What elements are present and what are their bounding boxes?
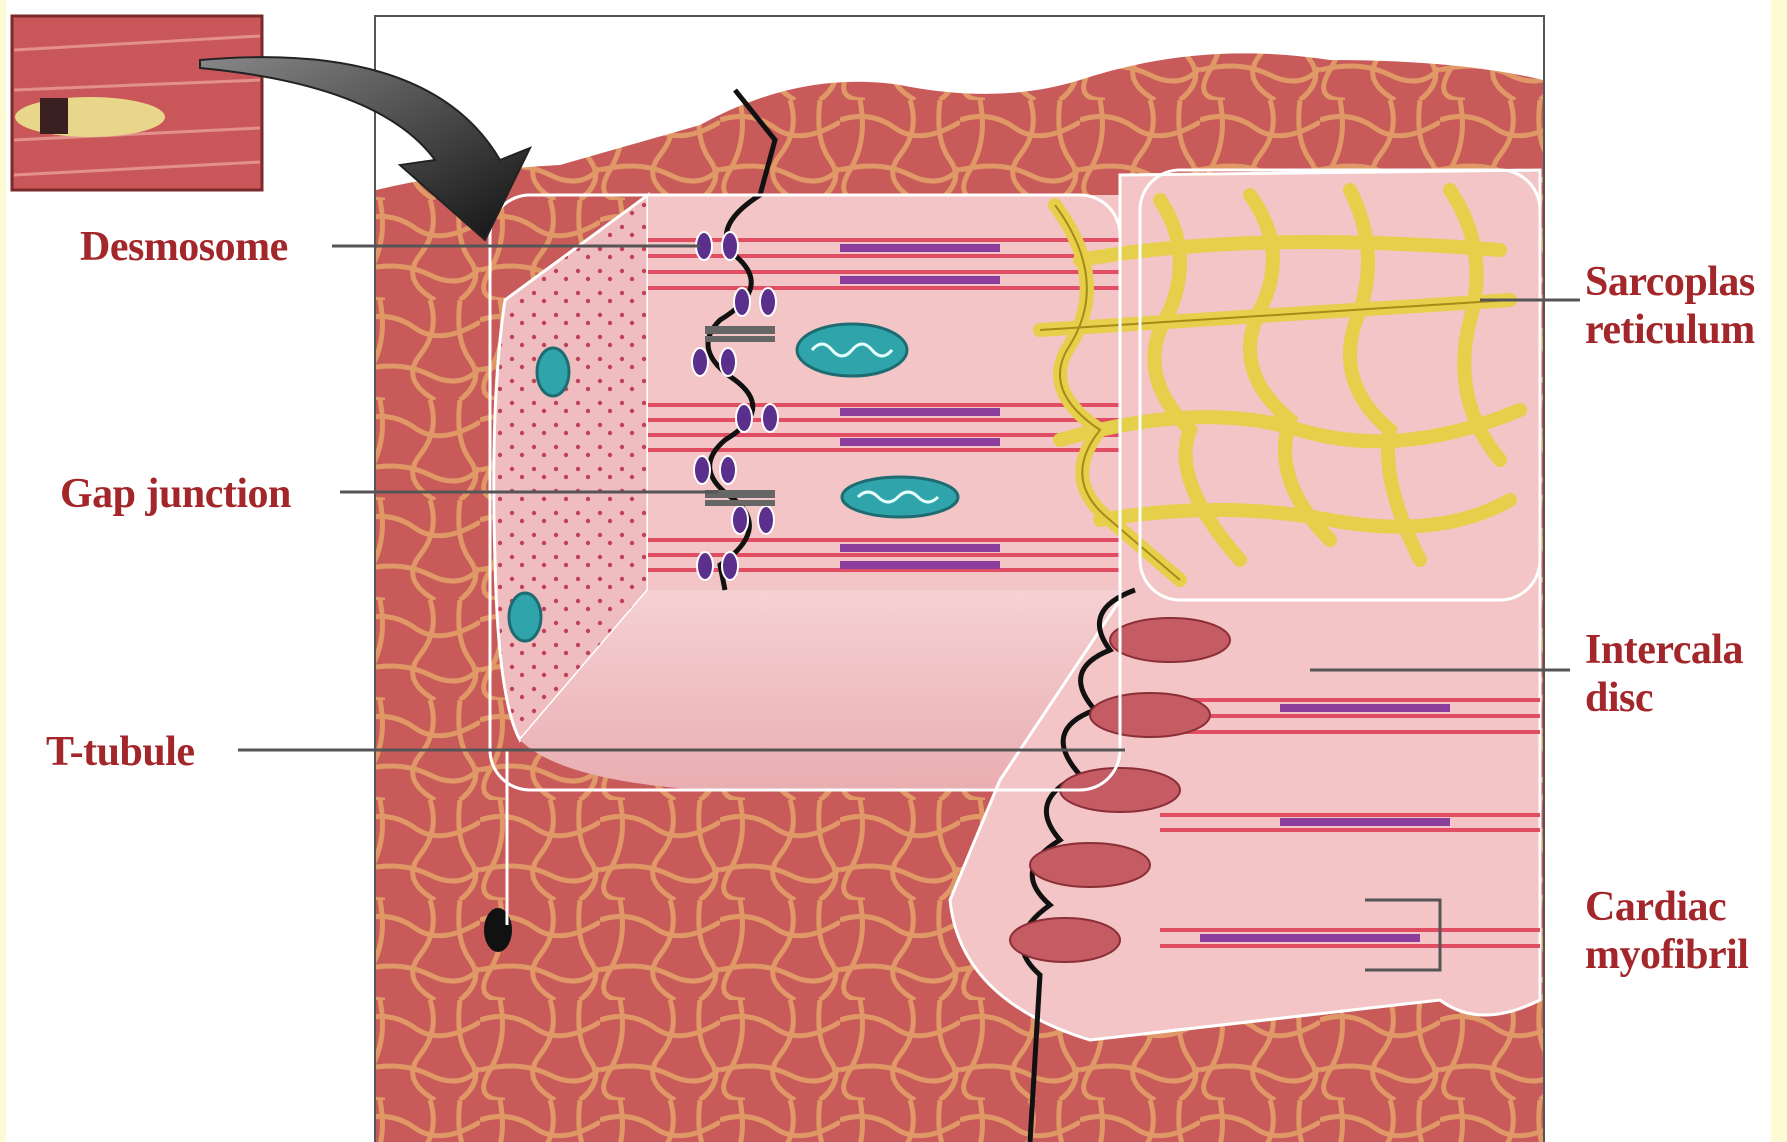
label-intercalated-disc: Intercala disc [1585,626,1743,722]
label-gap-junction: Gap junction [60,470,291,518]
label-desmosome: Desmosome [80,223,288,271]
label-sarcoplasmic-line2: reticulum [1585,306,1755,354]
label-cardiac-myofibril: Cardiac myofibril [1585,883,1748,979]
label-t-tubule: T-tubule [46,728,195,776]
muscle-tissue-inset [12,16,262,190]
label-cardiac-line2: myofibril [1585,931,1748,979]
label-intercalated-line2: disc [1585,674,1743,722]
label-cardiac-line1: Cardiac [1585,883,1748,931]
label-sarcoplasmic-line1: Sarcoplas [1585,258,1755,306]
label-sarcoplasmic-reticulum: Sarcoplas reticulum [1585,258,1755,354]
label-intercalated-line1: Intercala [1585,626,1743,674]
